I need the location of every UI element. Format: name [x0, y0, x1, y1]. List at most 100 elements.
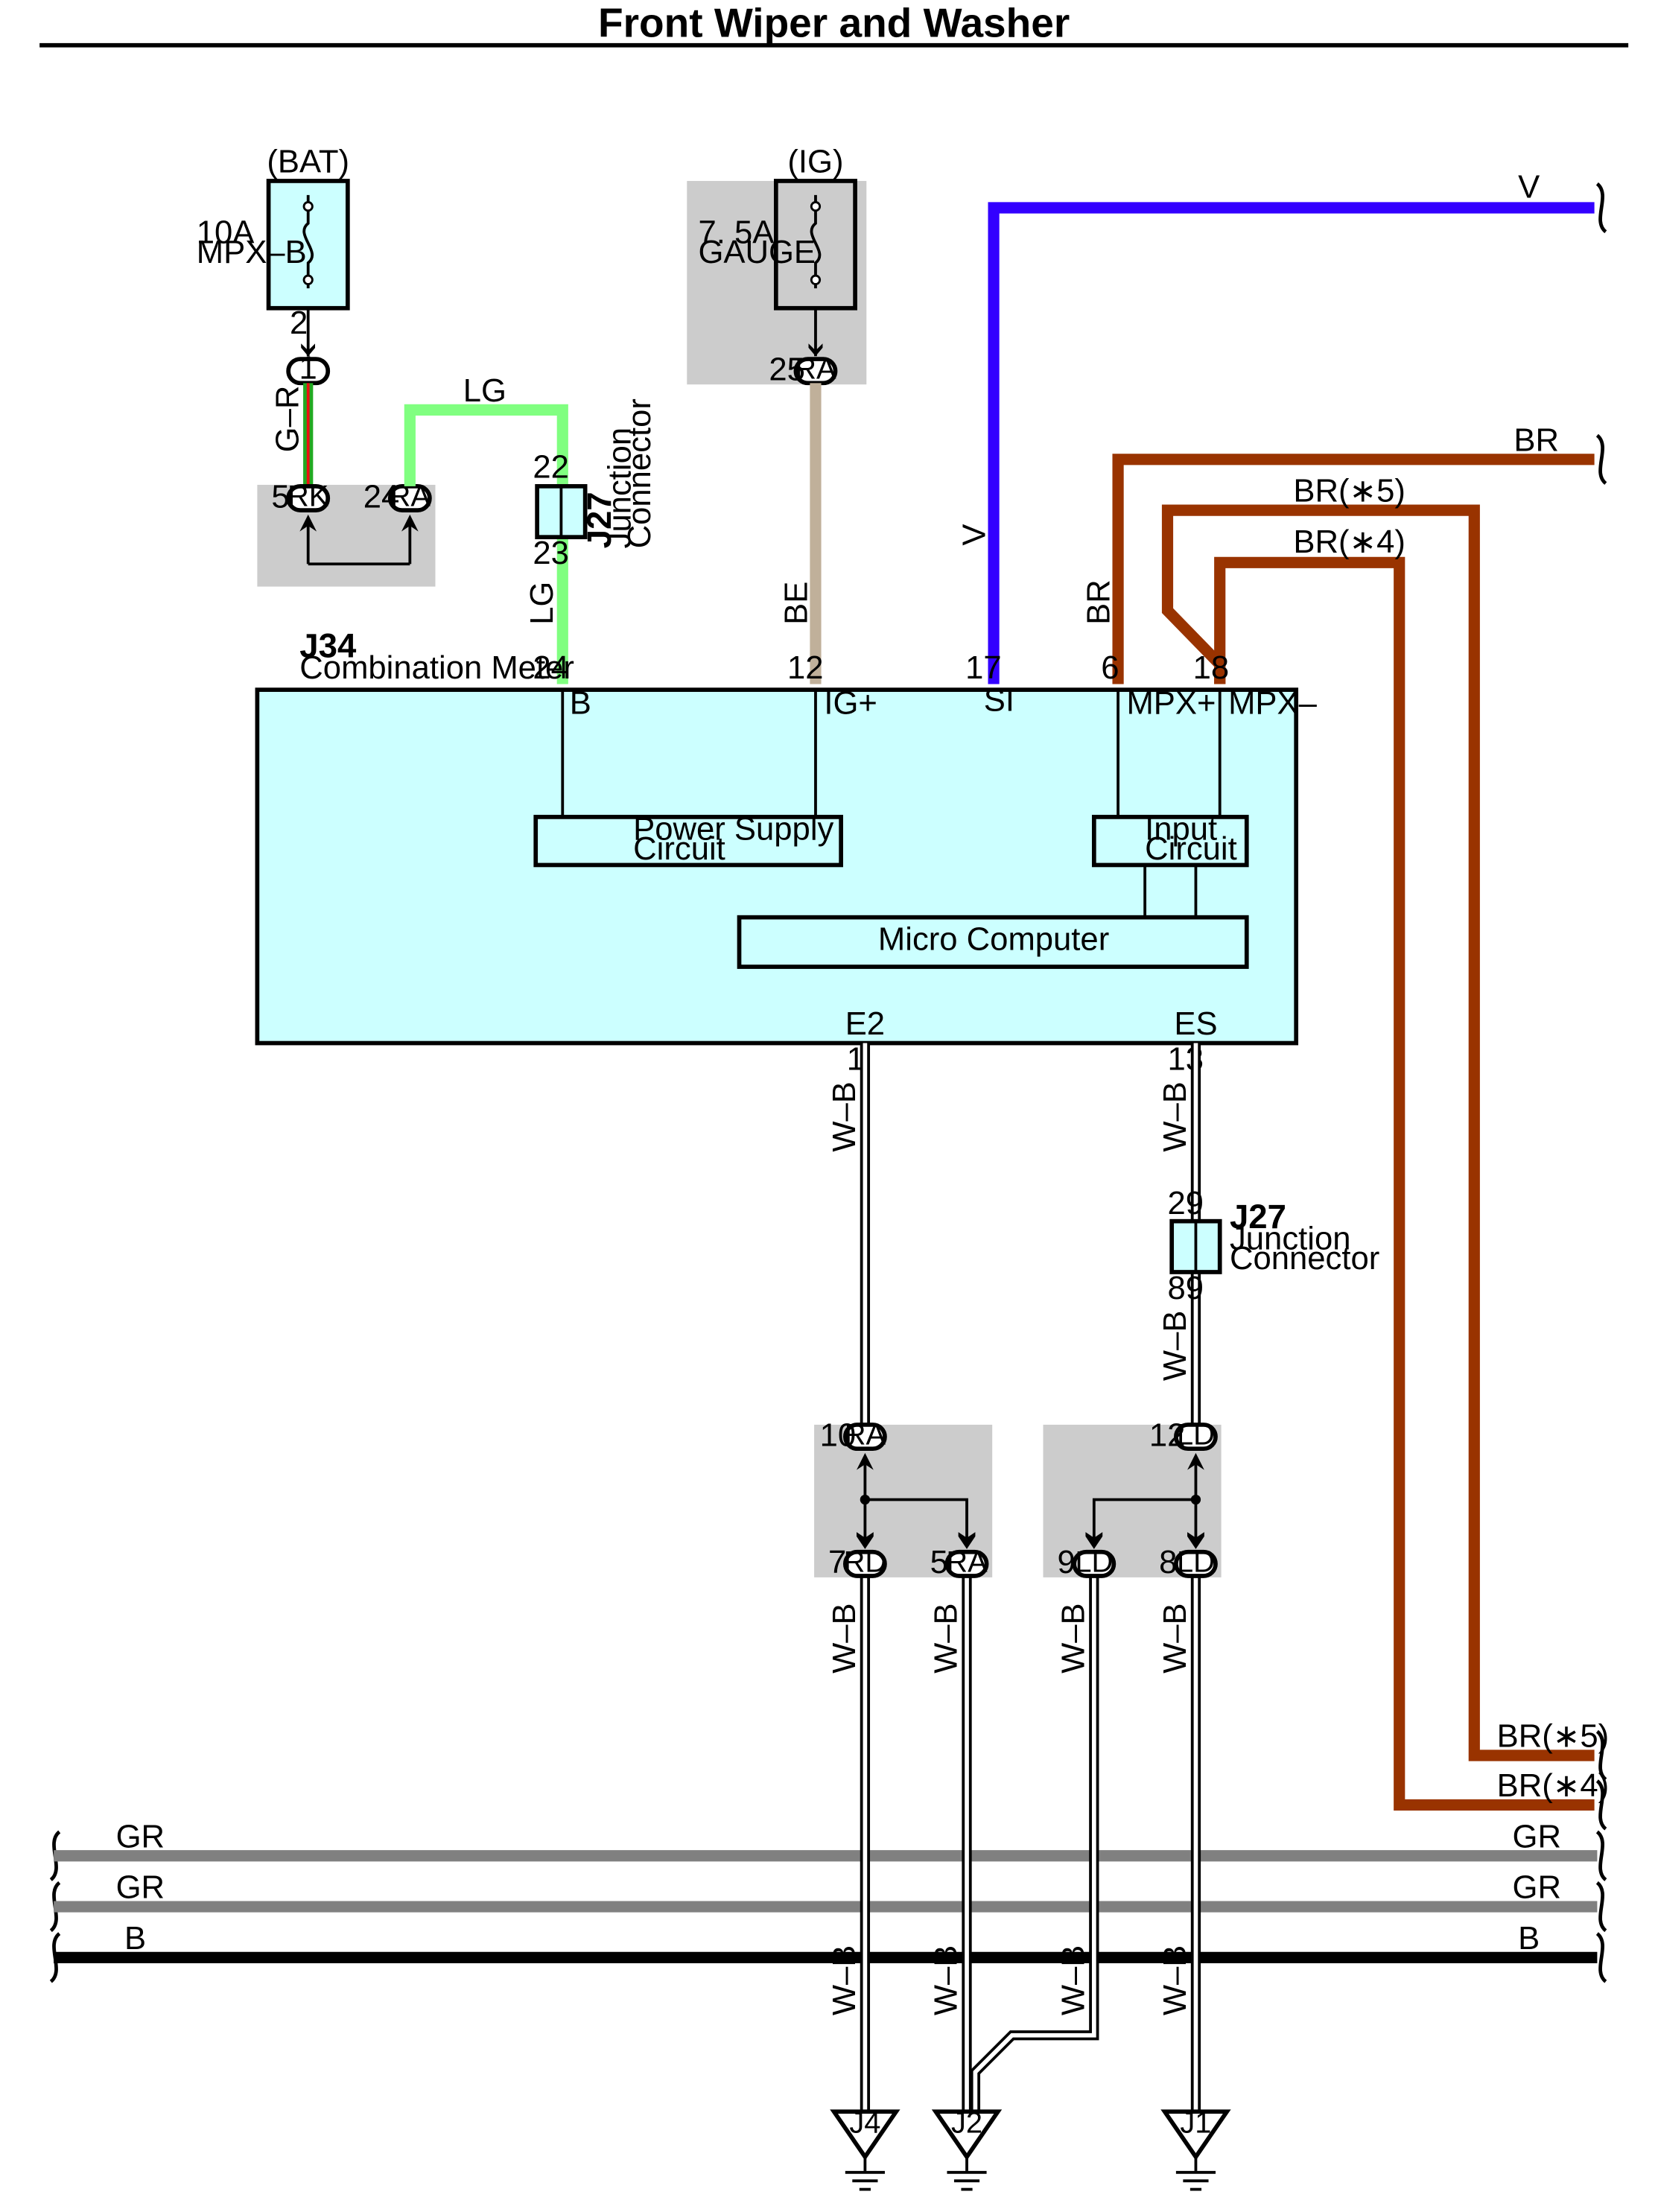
- terminal-b: B: [570, 684, 591, 721]
- connector-rd-7-pin: 7: [828, 1544, 846, 1580]
- wire-label-wb: W–B: [1157, 1945, 1193, 2016]
- input-circuit-line1: Input: [1145, 810, 1217, 847]
- wire-label-b-left: B: [124, 1920, 146, 1957]
- j27-bottom-line2: Connector: [1230, 1240, 1379, 1277]
- connector-ld-9: [1072, 1549, 1117, 1578]
- wire-label-be: BE: [778, 582, 815, 625]
- wire-label-gr-2-left: GR: [116, 1869, 165, 1906]
- wire-label-br-top: BR: [1514, 422, 1559, 458]
- ig-fuse-name: GAUGE: [698, 234, 816, 270]
- terminal-es: ES: [1174, 1005, 1217, 1042]
- input-circuit: [1091, 815, 1249, 868]
- meter-id: J34: [299, 626, 357, 664]
- fuse-symbol-icon: [810, 194, 822, 289]
- input-circuit-line2: Circuit: [1145, 830, 1237, 867]
- meter-pin-b: 24: [533, 649, 569, 686]
- arrow-up-icon: [299, 514, 317, 532]
- connector-rd-7: [842, 1549, 887, 1578]
- wb-wires: [860, 1043, 1201, 2112]
- ground-symbol-icon: [1160, 2109, 1231, 2161]
- wire-label-wb: W–B: [1055, 1603, 1092, 1674]
- arrow-up-icon: [401, 514, 419, 532]
- ground-symbol-icon: [931, 2109, 1003, 2161]
- connector-ld-12-code: LD: [1177, 1418, 1215, 1451]
- connector-1-label: 1: [299, 350, 317, 387]
- j27-bottom-pin-out: 89: [1167, 1270, 1204, 1306]
- connector-ra-5: [944, 1549, 989, 1578]
- micro-computer: [737, 915, 1249, 969]
- ig-source-label: (IG): [787, 144, 843, 180]
- ground-label-j1: J1: [1180, 2107, 1211, 2140]
- connector-rk-pin: 5: [271, 478, 289, 515]
- wire-label-b-right: B: [1518, 1920, 1540, 1957]
- wire-label-wb: W–B: [826, 1945, 863, 2016]
- fuse-symbol-icon: [302, 194, 314, 289]
- connector-ra-25-code: RA: [795, 353, 836, 386]
- power-supply-line2: Circuit: [633, 830, 725, 867]
- connector-ra-5-code: RA: [946, 1545, 988, 1578]
- connector-ra-10-pin: 10: [820, 1417, 857, 1453]
- micro-computer-label: Micro Computer: [878, 921, 1109, 957]
- ground-label-j4: J4: [849, 2107, 880, 2140]
- wire-label-v-top: V: [1518, 169, 1540, 206]
- connector-rd-7-code: RD: [844, 1545, 887, 1578]
- meter-pin-mpxm: 18: [1193, 649, 1230, 686]
- j27-top-line2: Connector: [621, 398, 658, 548]
- wire-label-g-r: G–R: [269, 386, 305, 453]
- wire-label-wb: W–B: [1055, 1945, 1092, 2016]
- wire-label-br4-bottom: BR(∗4): [1497, 1767, 1609, 1804]
- wire-label-wb: W–B: [1157, 1311, 1193, 1382]
- j27-top-pin-in: 22: [533, 448, 569, 485]
- ground-label-j2: J2: [951, 2107, 982, 2140]
- wire-label-v: V: [956, 524, 993, 545]
- arrow-down-icon: [1085, 1532, 1103, 1549]
- ig-fuse-pin: 25: [769, 352, 805, 388]
- bat-fuse-rating: 10A: [197, 214, 255, 250]
- j27-top-id: J27: [580, 492, 618, 548]
- terminal-si: SI: [984, 682, 1014, 719]
- bat-fuse-name: MPX–B: [197, 234, 307, 270]
- ground-j4: J4: [830, 2107, 901, 2191]
- arrow-down-icon: [958, 1532, 976, 1549]
- ground-j2: J2: [931, 2107, 1003, 2191]
- connector-rk-code: RK: [288, 480, 329, 512]
- connector-ld-12-pin: 12: [1149, 1417, 1186, 1453]
- bat-source-label: (BAT): [267, 144, 349, 180]
- terminal-mpx-plus: MPX+: [1126, 684, 1216, 721]
- ground-symbol-icon: [830, 2109, 901, 2161]
- diagram-title: Front Wiper and Washer: [598, 0, 1070, 45]
- ground-j1: J1: [1160, 2107, 1231, 2191]
- ig-fuse-rating: 7. 5A: [698, 214, 775, 250]
- terminal-ig: IG+: [824, 684, 877, 721]
- connector-ld-12: [1174, 1423, 1218, 1452]
- wire-label-br: BR: [1081, 579, 1117, 625]
- wire-label-wb: W–B: [826, 1081, 863, 1152]
- arrow-up-icon: [857, 1452, 874, 1470]
- wire-br: [1112, 454, 1595, 684]
- splice-link-top: [306, 523, 412, 566]
- connector-ld-8: [1174, 1549, 1218, 1578]
- wire-label-wb: W–B: [928, 1945, 965, 2016]
- wire-br-4: [1214, 556, 1595, 1811]
- wire-label-wb: W–B: [1157, 1081, 1193, 1152]
- wire-label-br5-bottom: BR(∗5): [1497, 1718, 1609, 1755]
- wire-label-br4-top: BR(∗4): [1293, 524, 1405, 560]
- meter-pin-si: 17: [965, 649, 1002, 686]
- splice-node: [860, 1494, 871, 1505]
- wire-label-wb: W–B: [1157, 1603, 1193, 1674]
- terminal-e2: E2: [845, 1005, 885, 1042]
- wire-v: [988, 202, 1595, 684]
- wire-lg: [404, 404, 568, 684]
- j27-bottom-id: J27: [1230, 1198, 1286, 1236]
- meter-name: Combination Meter: [299, 649, 574, 686]
- connector-ra-24-pin: 24: [363, 478, 400, 515]
- wire-label-gr-1-right: GR: [1513, 1818, 1561, 1855]
- connector-ra-10-code: RA: [845, 1418, 886, 1451]
- wire-label-wb: W–B: [826, 1603, 863, 1674]
- power-supply-circuit: [533, 815, 843, 868]
- connector-ld-8-code: LD: [1177, 1545, 1215, 1578]
- connector-ld-8-pin: 8: [1159, 1544, 1177, 1580]
- power-supply-line1: Power Supply: [633, 810, 833, 847]
- connector-ra-5-pin: 5: [930, 1544, 948, 1580]
